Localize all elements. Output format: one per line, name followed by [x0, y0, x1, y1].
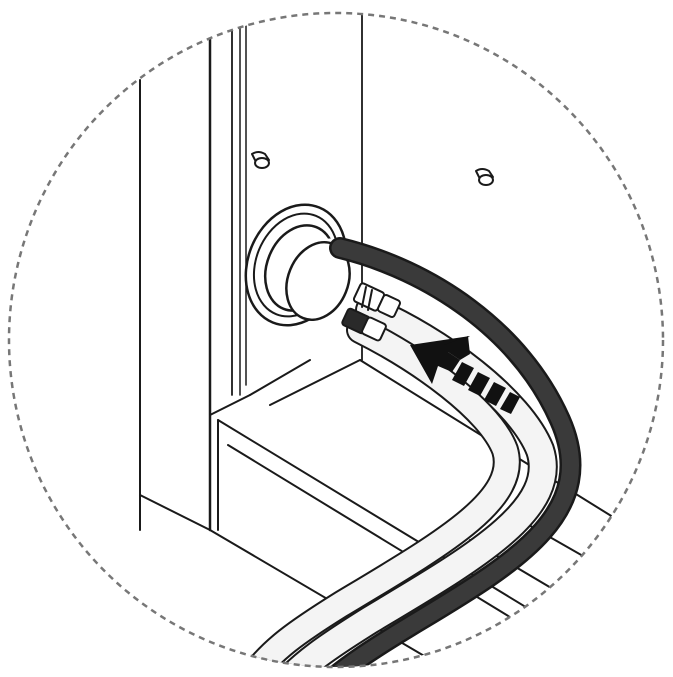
drain-hose-dark [309, 237, 582, 667]
cabinet-screw-right [475, 168, 494, 186]
dashed-circle-frame [7, 11, 665, 669]
inlet-hose-light-inner [236, 316, 521, 667]
hose-connector-lower [341, 307, 387, 342]
cabinet-screw-left [251, 151, 270, 169]
hose-ring-grommet [244, 203, 351, 327]
hose-connector-upper [352, 282, 401, 318]
insertion-arrow-icon [410, 336, 520, 414]
